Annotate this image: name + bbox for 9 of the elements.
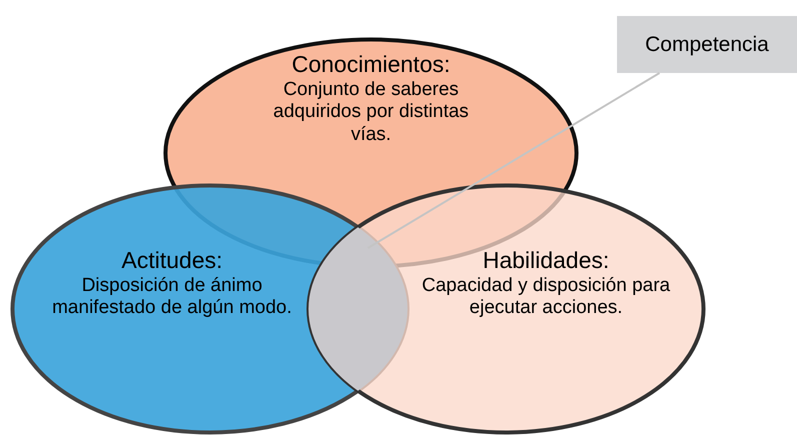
heading-text: Actitudes: (122, 247, 222, 275)
description-text: Disposición de ánimo manifestado de algún modo. (52, 274, 292, 320)
heading-text: Habilidades: (482, 247, 610, 275)
description-text: Conjunto de saberes adquiridos por distintas vías. (272, 78, 470, 147)
overlap-region (308, 225, 408, 393)
label-box: Competencia (617, 16, 797, 73)
leader-line (367, 72, 660, 249)
heading-text: Conocimientos: (292, 51, 450, 79)
description-text: Capacidad y disposición para ejecutar acciones. (420, 274, 672, 320)
